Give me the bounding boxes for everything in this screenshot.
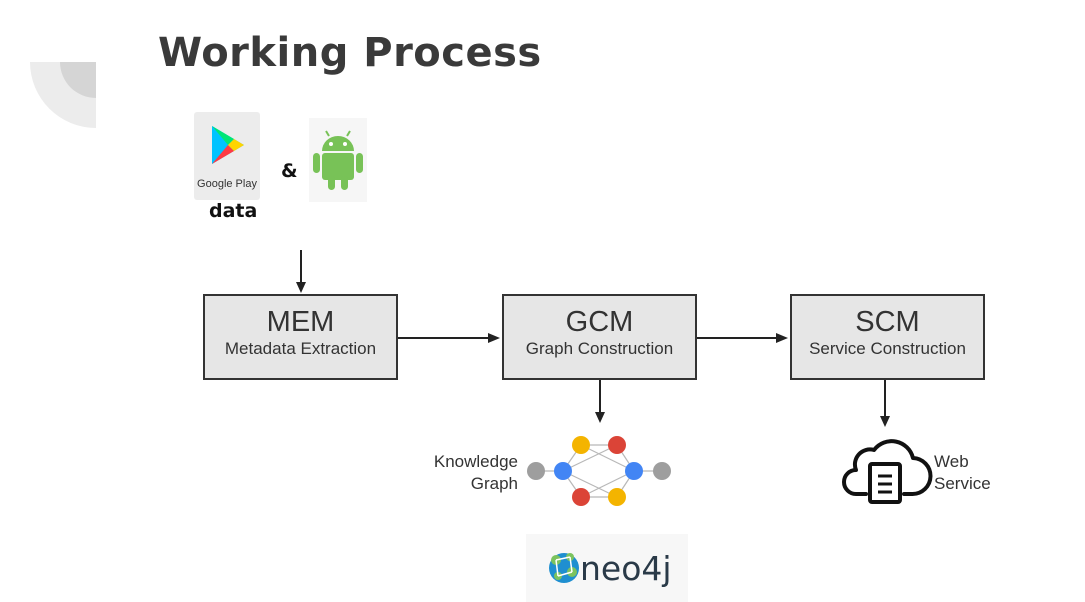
graph-node bbox=[572, 436, 590, 454]
decorative-corner-shape bbox=[30, 62, 96, 128]
graph-node bbox=[608, 488, 626, 506]
web-service-label-line2: Service bbox=[934, 474, 991, 493]
mem-abbr: MEM bbox=[266, 306, 335, 338]
arrowhead-gcm-to-scm bbox=[776, 333, 788, 343]
knowledge-graph-label: Knowledge Graph bbox=[420, 451, 518, 495]
graph-node bbox=[527, 462, 545, 480]
ampersand-label: & bbox=[281, 160, 298, 182]
scm-box: SCM Service Construction bbox=[790, 294, 985, 380]
gcm-box: GCM Graph Construction bbox=[502, 294, 697, 380]
neo4j-logo bbox=[526, 534, 688, 602]
arrowhead-data-to-mem bbox=[296, 282, 306, 293]
gcm-full-name: Graph Construction bbox=[525, 339, 674, 358]
mem-full-name: Metadata Extraction bbox=[224, 339, 377, 358]
web-service-label: Web Service bbox=[934, 451, 991, 495]
neo4j-logo-icon bbox=[549, 553, 579, 583]
arrowhead-gcm-to-graph bbox=[595, 412, 605, 423]
google-play-icon bbox=[212, 126, 244, 164]
knowledge-graph-label-line2: Graph bbox=[470, 474, 518, 493]
mem-box: MEM Metadata Extraction bbox=[203, 294, 398, 380]
graph-node bbox=[572, 488, 590, 506]
google-play-tile bbox=[194, 112, 260, 200]
arrowhead-scm-to-web bbox=[880, 416, 890, 427]
gcm-abbr: GCM bbox=[565, 306, 634, 338]
scm-full-name: Service Construction bbox=[809, 339, 966, 358]
graph-node bbox=[554, 462, 572, 480]
knowledge-graph-label-line1: Knowledge bbox=[433, 452, 518, 471]
graph-node bbox=[653, 462, 671, 480]
graph-node bbox=[608, 436, 626, 454]
page-title: Working Process bbox=[158, 30, 542, 76]
neo4j-logo-text: neo4j bbox=[580, 549, 672, 588]
android-icon bbox=[313, 130, 363, 190]
google-play-label: Google Play bbox=[197, 178, 257, 190]
graph-node bbox=[625, 462, 643, 480]
data-label: data bbox=[209, 200, 258, 222]
arrowhead-mem-to-gcm bbox=[488, 333, 500, 343]
scm-abbr: SCM bbox=[855, 306, 920, 338]
android-tile bbox=[309, 118, 367, 202]
web-service-label-line1: Web bbox=[934, 452, 969, 471]
